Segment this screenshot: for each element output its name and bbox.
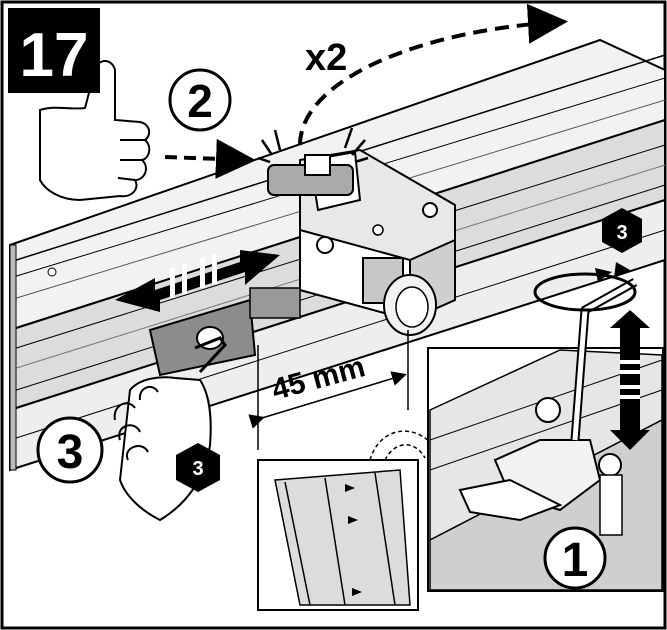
step-one-label: 1 [562,534,589,587]
rail-profile-detail [257,430,441,611]
step-one-circle: 1 [543,526,607,590]
step-number: 17 [20,21,89,90]
rotation-arrow [533,262,637,312]
hex-key-size-bottom: 3 [192,458,203,480]
distance-dimension [248,330,409,450]
step-two-label: 2 [187,75,213,127]
screw-detail [427,278,664,592]
repeat-count-label: x2 [305,37,347,79]
hex-key-size-badge-top: 3 [602,208,642,253]
press-indicator-lines [257,127,369,164]
step-three-label: 3 [57,426,84,479]
vertical-double-arrow [610,310,650,450]
push-dashed-arrow [164,138,256,179]
sliding-block [148,287,301,377]
hex-key-size-top: 3 [616,222,627,244]
step-two-circle: 2 [168,68,232,132]
flip-dashed-arrow [298,3,568,146]
step-number-badge: 17 [8,8,100,93]
step-three-circle: 3 [36,416,104,484]
hex-key-size-badge-bottom: 3 [176,443,220,492]
slide-double-arrow [115,250,280,312]
